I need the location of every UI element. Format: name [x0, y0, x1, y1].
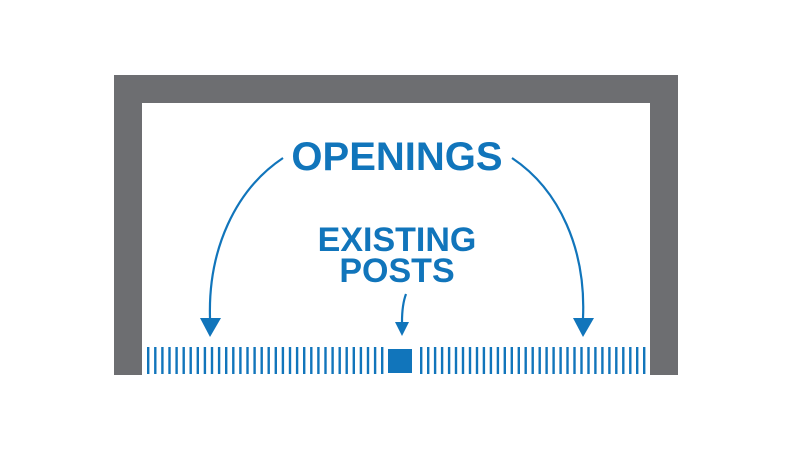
left-slat	[359, 347, 363, 374]
right-slat	[531, 347, 534, 374]
left-slat	[175, 347, 178, 374]
post-arrowhead-icon	[395, 322, 409, 336]
left-slat	[161, 347, 164, 374]
right-slat	[447, 347, 451, 374]
right-slat	[608, 347, 611, 374]
left-slat	[310, 347, 313, 374]
left-slat	[373, 347, 377, 374]
right-slat	[629, 347, 632, 374]
left-slat	[253, 347, 256, 374]
right-slat	[524, 347, 527, 374]
left-slat	[182, 347, 185, 374]
left-slat	[210, 347, 214, 374]
right-slat	[643, 347, 646, 374]
left-arrowhead-icon	[200, 318, 221, 337]
right-slat	[601, 347, 604, 374]
left-slat	[196, 347, 199, 374]
right-slat	[636, 347, 639, 374]
post-arrow	[400, 293, 408, 323]
left-slat	[225, 347, 228, 374]
existing-post	[388, 349, 412, 373]
left-slat	[338, 347, 341, 374]
right-slat	[559, 347, 562, 374]
right-slat	[622, 347, 625, 374]
right-slat	[538, 347, 541, 374]
left-slat	[281, 347, 285, 374]
right-slat	[566, 347, 569, 374]
left-opening-arrow	[208, 157, 284, 319]
left-slat	[239, 347, 242, 374]
right-slat	[420, 347, 423, 374]
left-slat	[246, 347, 249, 374]
right-slat	[489, 347, 493, 374]
openings-label: OPENINGS	[291, 135, 502, 179]
left-slat	[168, 347, 171, 374]
right-slat	[580, 347, 583, 374]
left-slat	[331, 347, 334, 374]
left-slat	[295, 347, 299, 374]
right-opening-arrow	[511, 157, 585, 319]
left-slat	[147, 347, 150, 374]
left-slat	[267, 347, 270, 374]
left-slat	[381, 347, 384, 374]
right-slat	[545, 347, 548, 374]
left-slat	[232, 347, 235, 374]
right-slat	[475, 347, 479, 374]
right-slat	[503, 347, 506, 374]
right-slat	[496, 347, 500, 374]
left-slat	[352, 347, 355, 374]
left-slat	[260, 347, 263, 374]
right-slat	[440, 347, 444, 374]
left-slat	[154, 347, 157, 374]
right-slat	[454, 347, 458, 374]
right-slat	[552, 347, 555, 374]
left-slat	[324, 347, 327, 374]
left-slat	[303, 347, 306, 374]
left-slat	[345, 347, 348, 374]
left-slat	[317, 347, 320, 374]
right-slat	[594, 347, 597, 374]
left-slat	[203, 347, 207, 374]
right-slat	[433, 347, 437, 374]
right-slat	[482, 347, 486, 374]
left-slat	[217, 347, 221, 374]
right-slat	[587, 347, 590, 374]
right-slat	[510, 347, 513, 374]
left-slat	[274, 347, 277, 374]
right-slat	[573, 347, 576, 374]
existing-posts-label-line2: POSTS	[339, 252, 454, 290]
left-slat	[288, 347, 292, 374]
right-slat	[615, 347, 618, 374]
right-arrowhead-icon	[573, 318, 594, 337]
right-slat	[468, 347, 472, 374]
right-slat	[461, 347, 465, 374]
left-slat	[189, 347, 192, 374]
existing-posts-label-line1: EXISTING	[318, 221, 477, 259]
left-slat	[366, 347, 370, 374]
right-slat	[517, 347, 520, 374]
opening-slats	[147, 347, 646, 374]
right-slat	[427, 347, 430, 374]
